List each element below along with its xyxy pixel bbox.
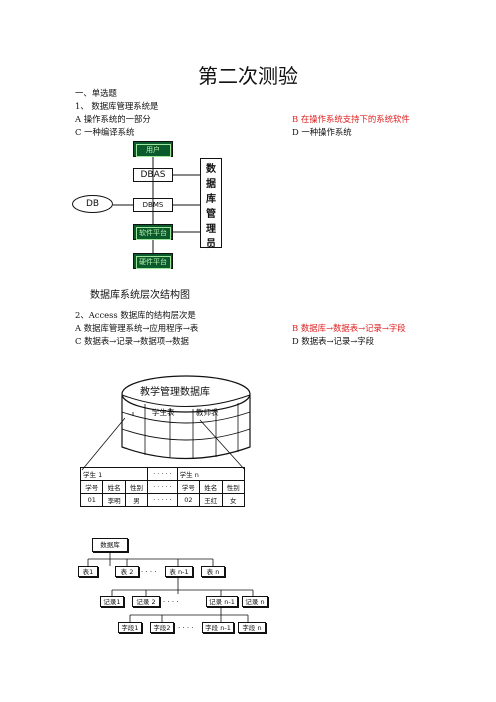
software-layer: 软件平台 bbox=[133, 224, 173, 240]
tree-record-node: 记录 n-1 bbox=[206, 596, 238, 607]
question-1-stem: 1、 数据库管理系统是 bbox=[75, 101, 159, 111]
tree-record-node: 记录 n bbox=[242, 596, 268, 607]
q1-option-b: B 在操作系统支持下的系统软件 bbox=[292, 114, 410, 124]
hardware-layer: 硬件平台 bbox=[133, 253, 173, 269]
table-row: 学生 1 · · · · · 学生 n bbox=[79, 467, 246, 481]
tree-table-node: 表 n bbox=[201, 566, 225, 577]
diagram-caption: 数据库系统层次结构图 bbox=[90, 290, 190, 301]
q1-option-c: C 一种编译系统 bbox=[75, 127, 135, 137]
q2-option-d: D 数据表→记录→字段 bbox=[292, 336, 375, 346]
tree-table-node: 表 2 bbox=[115, 566, 139, 577]
tree-table-node: 表 n-1 bbox=[165, 566, 193, 577]
data-cell: 王红 bbox=[199, 493, 223, 507]
tree-field-node: 字段2 bbox=[150, 622, 174, 633]
data-cell: 男 bbox=[124, 493, 149, 507]
student-records-table: 学生 1 · · · · · 学生 n 学号 姓名 性别 · · · · · 学… bbox=[79, 467, 246, 507]
user-label: 用户 bbox=[135, 143, 171, 157]
tree-table-node: 表1 bbox=[78, 566, 98, 577]
q2-option-b: B 数据库→数据表→记录→字段 bbox=[292, 323, 406, 333]
page-title: 第二次测验 bbox=[198, 64, 298, 88]
tree-root-database: 数据库 bbox=[92, 538, 128, 552]
tree-ellipsis: . . . . bbox=[141, 566, 157, 574]
dba-char: 据 bbox=[206, 179, 216, 190]
dba-char: 理 bbox=[206, 224, 216, 235]
data-cell: 女 bbox=[221, 493, 246, 507]
table-row: 01 李明 男 · · · · · 02 王红 女 bbox=[79, 493, 246, 507]
cylinder-title: 教学管理数据库 bbox=[140, 387, 210, 398]
section-heading: 一、单选题 bbox=[75, 88, 117, 98]
dbms-layer: DBMS bbox=[133, 198, 173, 212]
tree-record-node: 记录1 bbox=[100, 596, 124, 607]
dba-char: 员 bbox=[206, 239, 216, 250]
q1-option-d: D 一种操作系统 bbox=[292, 127, 352, 137]
tree-ellipsis: . . . . bbox=[178, 622, 194, 630]
q2-option-a: A 数据库管理系统→应用程序→表 bbox=[75, 323, 199, 333]
hardware-label: 硬件平台 bbox=[135, 255, 171, 269]
dba-char: 库 bbox=[206, 194, 216, 205]
tree-field-node: 字段 n-1 bbox=[202, 622, 234, 633]
tree-field-node: 字段 n bbox=[238, 622, 266, 633]
q1-option-a: A 操作系统的一部分 bbox=[75, 114, 151, 124]
question-2-stem: 2、Access 数据库的结构层次是 bbox=[75, 310, 196, 320]
software-label: 软件平台 bbox=[135, 226, 171, 240]
teacher-table-label: 教师表 bbox=[196, 408, 219, 417]
tree-record-node: 记录 2 bbox=[132, 596, 160, 607]
dba-char: 数 bbox=[206, 164, 216, 175]
dbas-layer: DBAS bbox=[133, 168, 173, 182]
db-ellipse: DB bbox=[72, 195, 113, 213]
student-table-label: 学生表 bbox=[152, 408, 175, 417]
tree-ellipsis: . . . . bbox=[163, 596, 179, 604]
user-layer: 用户 bbox=[133, 141, 173, 157]
dba-char: 管 bbox=[206, 209, 216, 220]
tree-field-node: 字段1 bbox=[118, 622, 142, 633]
dba-label: 数 据 库 管 理 员 bbox=[200, 158, 222, 250]
q2-option-c: C 数据表→记录→数据项→数据 bbox=[75, 336, 189, 346]
table-row: 学号 姓名 性别 · · · · · 学号 姓名 性别 bbox=[79, 480, 246, 494]
